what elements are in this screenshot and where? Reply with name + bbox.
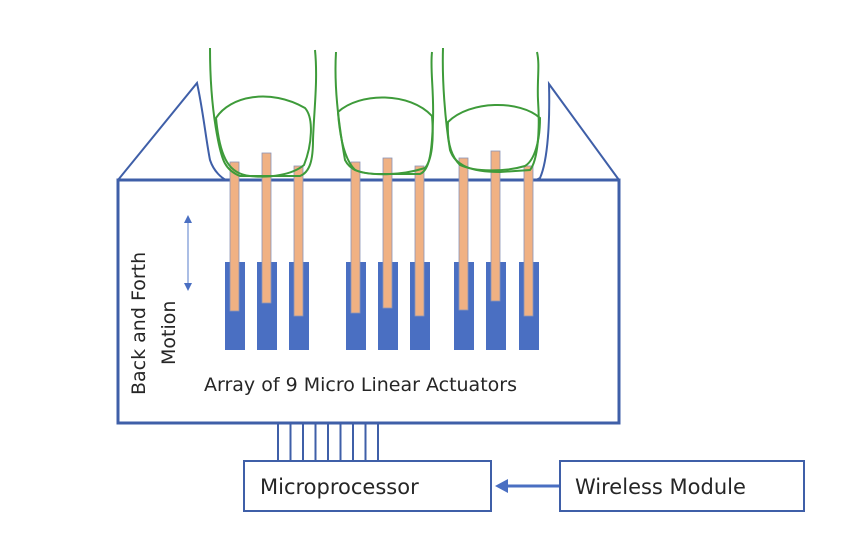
- arrow-left-icon: [495, 479, 559, 493]
- finger-3-nail: [446, 103, 542, 172]
- actuator-rod: [414, 165, 425, 317]
- actuator-rod: [458, 157, 469, 311]
- left-side-wedge: [117, 80, 227, 181]
- microprocessor-label: Microprocessor: [260, 475, 419, 499]
- motion-label-line2: Motion: [158, 301, 180, 365]
- microprocessor-box: [243, 460, 492, 512]
- actuator-rod: [261, 152, 272, 304]
- actuator-array-label: Array of 9 Micro Linear Actuators: [204, 374, 517, 396]
- actuator-rod: [382, 157, 393, 309]
- actuator-rod: [229, 161, 240, 312]
- actuator-rod: [350, 161, 361, 314]
- finger-2-nail: [336, 96, 434, 176]
- finger-3: [441, 47, 540, 174]
- finger-1-nail: [214, 95, 312, 178]
- actuator-rod: [490, 150, 501, 302]
- finger-2: [334, 51, 435, 175]
- wireless-module-label: Wireless Module: [575, 475, 746, 499]
- double-arrow-icon: [184, 215, 192, 291]
- bus-wires: [277, 424, 379, 461]
- fingers: [209, 47, 542, 178]
- actuator-rod: [523, 165, 534, 317]
- wireless-module-box: [559, 460, 805, 512]
- motion-label-line1: Back and Forth: [128, 252, 150, 395]
- actuator-array: [225, 150, 539, 350]
- right-side-wedge: [535, 80, 620, 181]
- actuator-rod: [293, 165, 304, 317]
- motion-label: Back and Forth Motion: [128, 252, 180, 395]
